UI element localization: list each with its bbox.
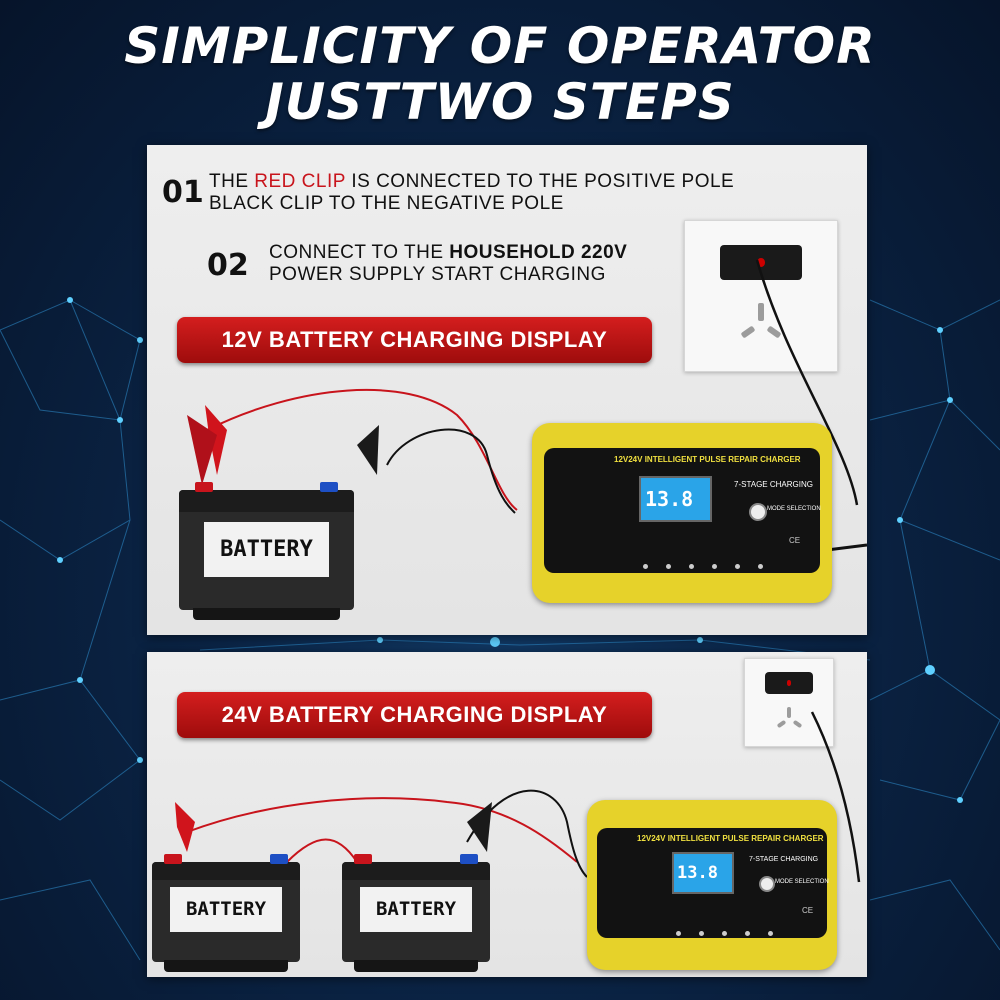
step-2-line-2: POWER SUPPLY START CHARGING — [269, 264, 606, 285]
charger-12v: 12V24V INTELLIGENT PULSE REPAIR CHARGER … — [532, 423, 832, 603]
headline-line-1: SIMPLICITY OF OPERATOR — [124, 17, 876, 75]
cables-24v — [175, 711, 861, 883]
mode-label: MODE SELECTION — [767, 506, 821, 512]
ce-mark: CE — [789, 536, 801, 545]
battery-label: BATTERY — [170, 887, 282, 932]
negative-terminal-icon — [270, 854, 288, 864]
cables-12v — [187, 259, 867, 552]
outlet-switch-icon — [765, 672, 813, 694]
banner-24v: 24V BATTERY CHARGING DISPLAY — [177, 692, 652, 738]
step-2-number: 02 — [207, 248, 249, 283]
positive-terminal-icon — [195, 482, 213, 492]
battery-12v: BATTERY — [179, 482, 354, 620]
indicator-leds — [634, 556, 772, 574]
stage-text: 7-STAGE CHARGING — [734, 480, 813, 489]
banner-12v: 12V BATTERY CHARGING DISPLAY — [177, 317, 652, 363]
battery-foot — [193, 608, 340, 620]
panel-24v: 24V BATTERY CHARGING DISPLAY BATTERY BAT… — [147, 652, 867, 977]
positive-terminal-icon — [354, 854, 372, 864]
panel-12v: 01 THE RED CLIP IS CONNECTED TO THE POSI… — [147, 145, 867, 635]
mode-label: MODE SELECTION — [775, 879, 829, 885]
step-1-number: 01 — [162, 175, 204, 210]
negative-terminal-icon — [460, 854, 478, 864]
red-clip-highlight: RED CLIP — [254, 171, 346, 192]
battery-label: BATTERY — [204, 522, 329, 577]
step-1-line-2: BLACK CLIP TO THE NEGATIVE POLE — [209, 193, 564, 214]
battery-label: BATTERY — [360, 887, 472, 932]
outlet-slot-icon — [758, 303, 764, 321]
step-2-text: CONNECT TO THE HOUSEHOLD 220V POWER SUPP… — [269, 242, 627, 286]
step-1-text: THE RED CLIP IS CONNECTED TO THE POSITIV… — [209, 171, 734, 215]
outlet-slot-icon — [787, 707, 791, 718]
battery-top — [179, 490, 354, 512]
battery-foot — [353, 960, 479, 972]
battery-top — [342, 862, 490, 880]
step-1-prefix: THE — [209, 171, 255, 192]
wall-outlet-icon — [744, 658, 834, 747]
lcd-display: 13.8 — [672, 852, 734, 894]
ce-mark: CE — [802, 906, 814, 915]
step-1-suffix: IS CONNECTED TO THE POSITIVE POLE — [345, 171, 735, 192]
step-2-line-1: CONNECT TO THE HOUSEHOLD 220V — [269, 242, 627, 264]
indicator-leds — [667, 923, 782, 941]
charger-title: 12V24V INTELLIGENT PULSE REPAIR CHARGER — [614, 455, 801, 464]
battery-24v-left: BATTERY — [152, 854, 300, 972]
mode-button[interactable] — [749, 503, 767, 521]
wall-outlet-icon — [684, 220, 838, 372]
mode-button[interactable] — [759, 876, 775, 892]
step-2-prefix: CONNECT TO THE — [269, 242, 450, 263]
charger-face: 12V24V INTELLIGENT PULSE REPAIR CHARGER … — [544, 448, 821, 574]
charger-title: 12V24V INTELLIGENT PULSE REPAIR CHARGER — [637, 834, 824, 843]
positive-terminal-icon — [164, 854, 182, 864]
step-1-line-1: THE RED CLIP IS CONNECTED TO THE POSITIV… — [209, 171, 734, 193]
lcd-display: 13.8 — [639, 476, 712, 522]
battery-24v-right: BATTERY — [342, 854, 490, 972]
charger-face: 12V24V INTELLIGENT PULSE REPAIR CHARGER … — [597, 828, 829, 941]
negative-terminal-icon — [320, 482, 338, 492]
battery-foot — [163, 960, 289, 972]
stage-text: 7-STAGE CHARGING — [749, 856, 819, 863]
household-220v-highlight: HOUSEHOLD 220V — [449, 242, 628, 263]
battery-top — [152, 862, 300, 880]
charger-24v: 12V24V INTELLIGENT PULSE REPAIR CHARGER … — [587, 800, 837, 970]
headline-line-2: JUSTTWO STEPS — [265, 73, 735, 131]
